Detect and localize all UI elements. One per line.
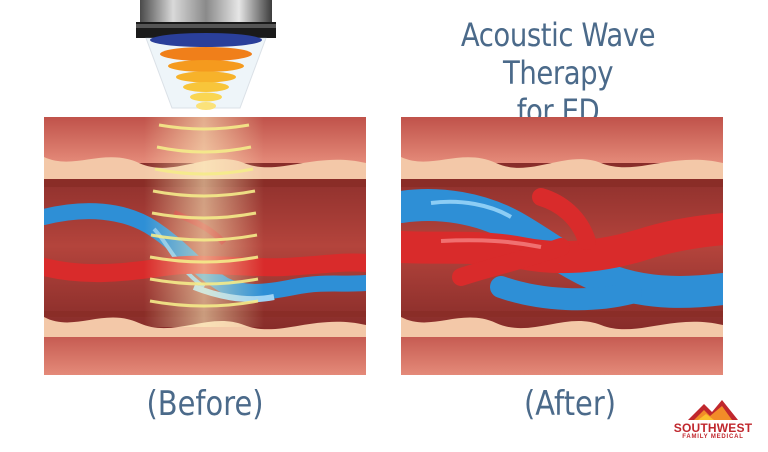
mountain-logo-icon [688, 400, 738, 420]
brand-logo: SOUTHWEST FAMILY MEDICAL [668, 396, 758, 444]
before-panel [44, 117, 366, 375]
after-panel [401, 117, 723, 375]
shockwave-probe-icon [128, 0, 288, 118]
after-label: (After) [524, 384, 616, 424]
logo-subtitle: FAMILY MEDICAL [682, 434, 744, 440]
page-title: Acoustic Wave Therapy for ED [415, 16, 701, 130]
before-label: (Before) [146, 384, 264, 424]
title-line-1: Acoustic Wave Therapy [460, 16, 656, 92]
logo-name: SOUTHWEST [673, 421, 753, 435]
